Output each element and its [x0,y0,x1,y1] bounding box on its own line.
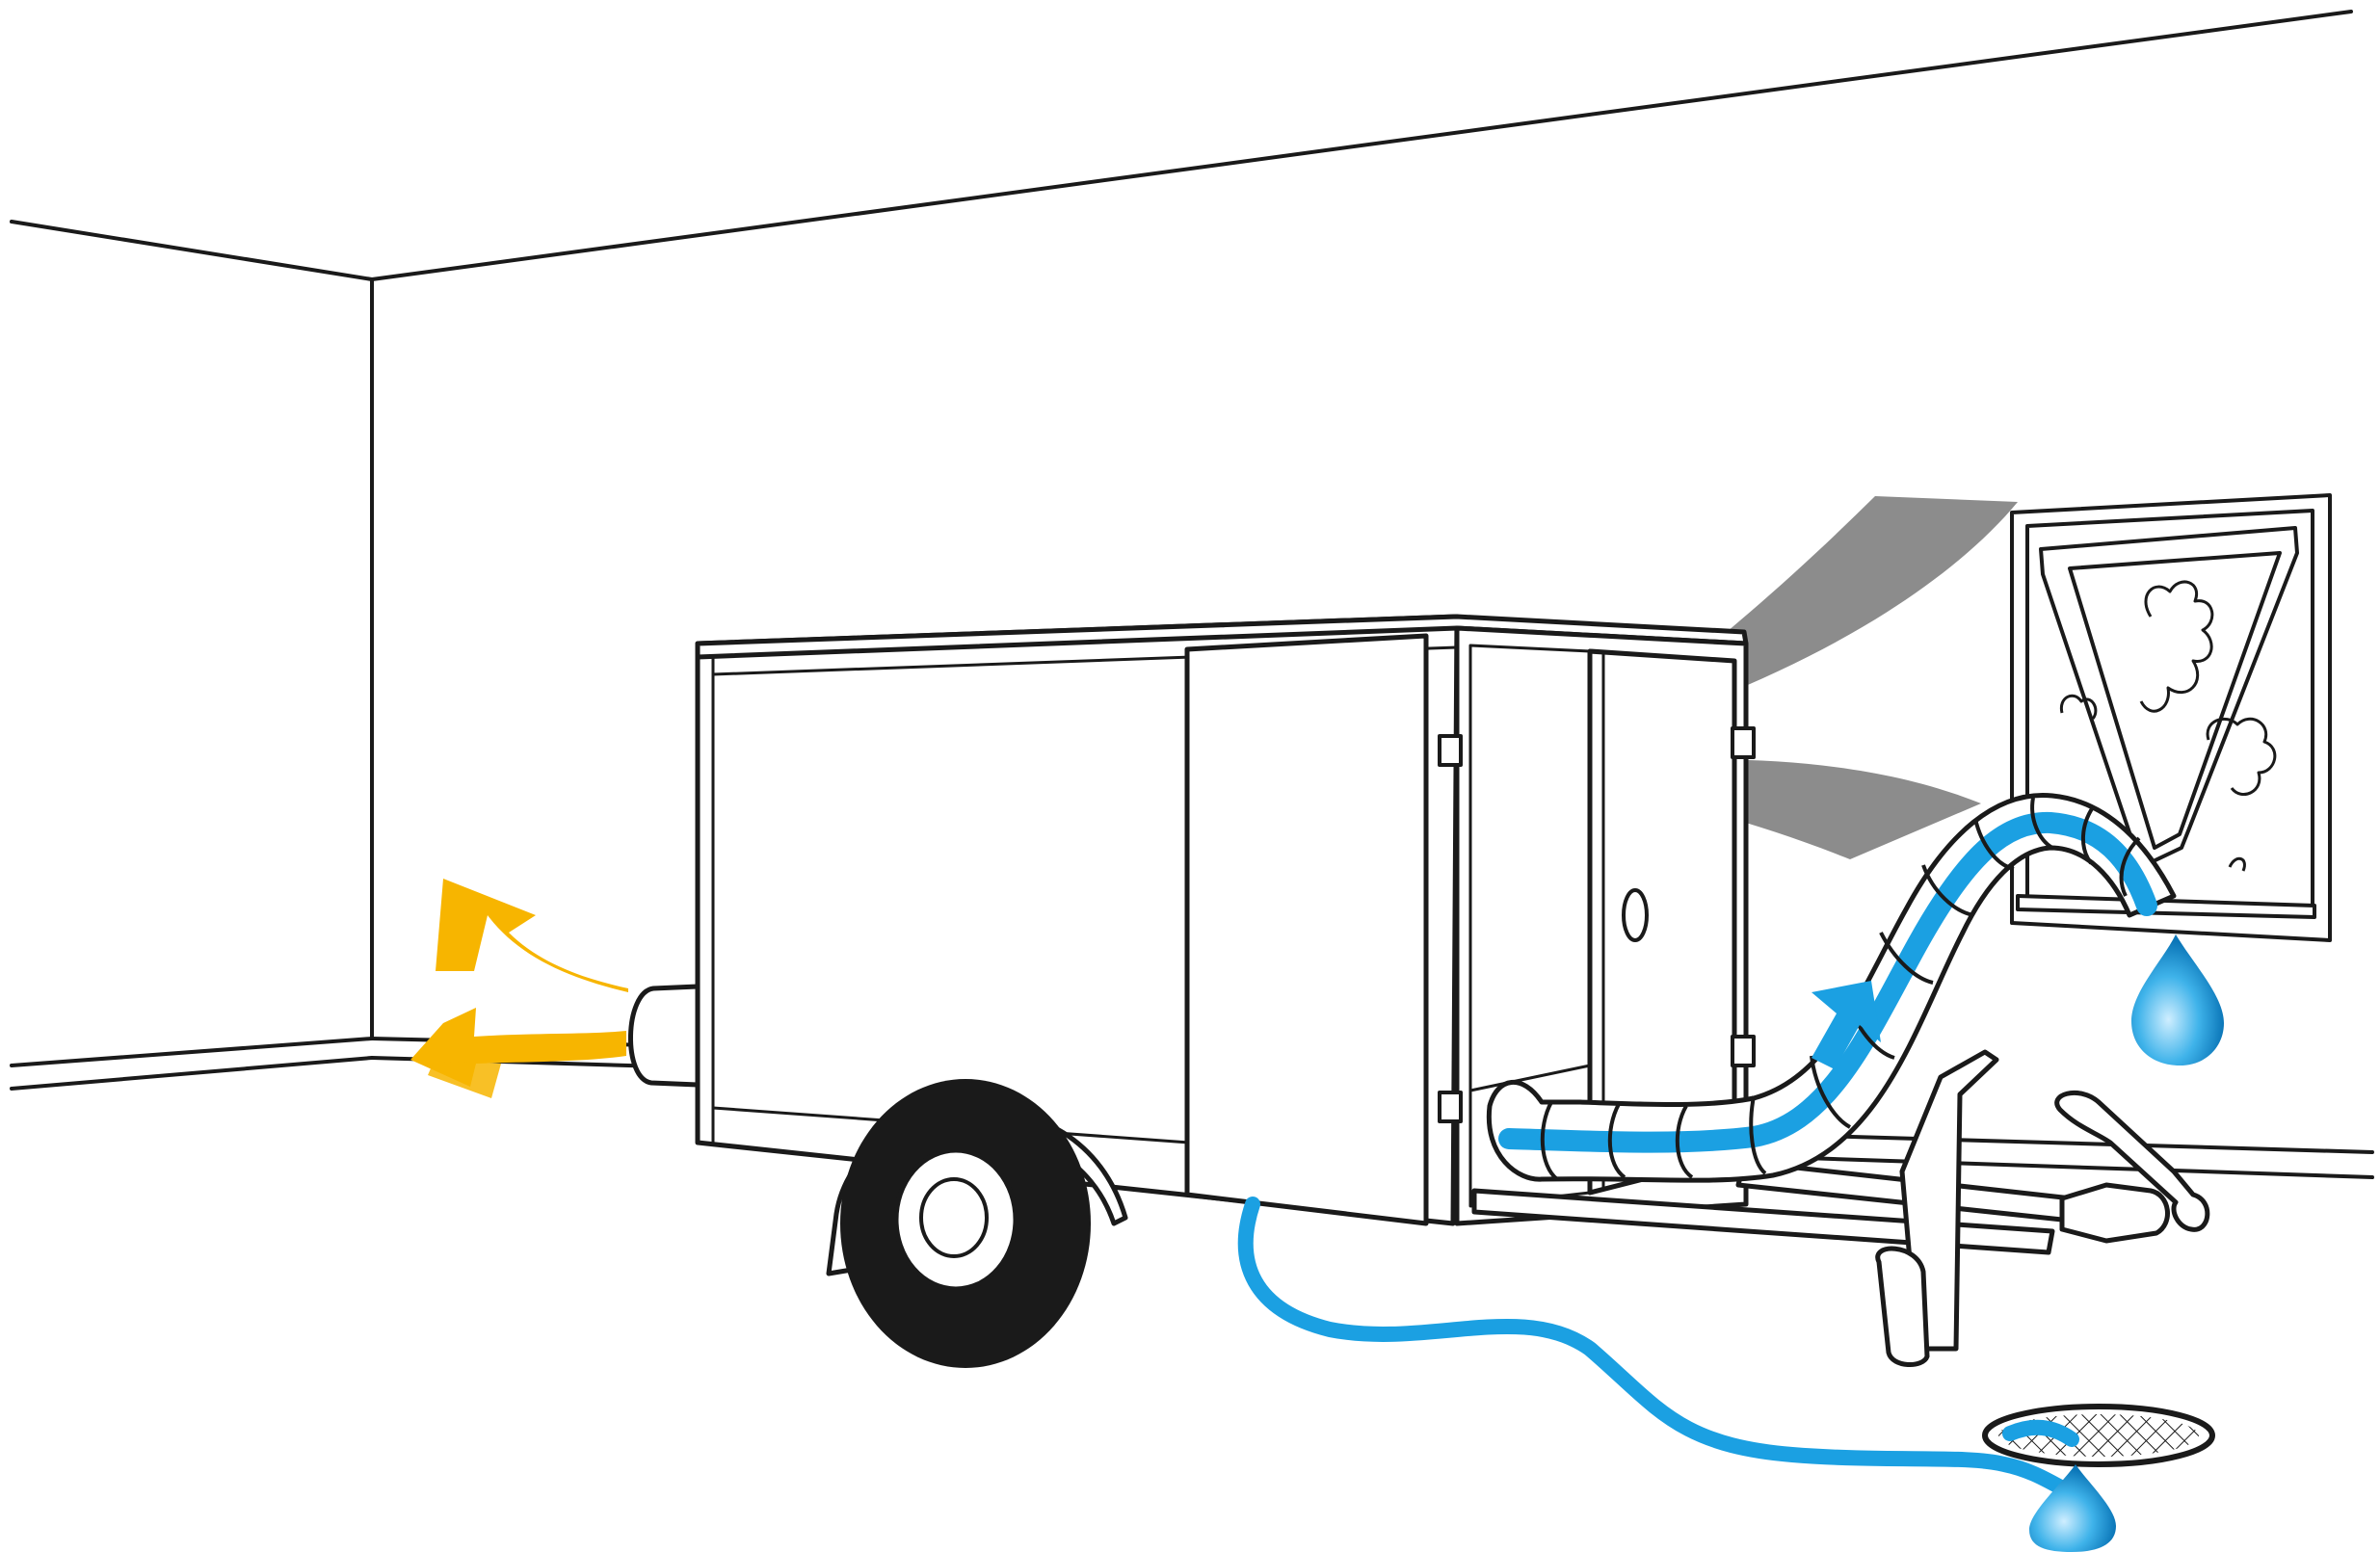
warm-air-arrow-icon [428,1062,501,1098]
condensate-drain [1237,1197,2215,1552]
exhaust-pipe [628,984,701,1088]
floor-left-top [10,1037,374,1067]
door-hinge [1731,1035,1756,1067]
window-glass [2068,551,2282,850]
ceiling-right-edge [370,10,2353,281]
ceiling-left-edge [10,220,374,281]
door-hinge [1731,726,1756,759]
trailer-wheel [840,1079,1091,1368]
jockey-wheel [1875,1246,1930,1367]
duct-arrow-icon [1811,981,1881,1069]
hitch-handle [2054,1090,2210,1232]
trailer-front-panel [1184,633,1429,1226]
window-view-grass [2228,856,2246,872]
drain-hose [1237,1197,2079,1501]
water-drop-icon [2131,934,2224,1065]
hitch-coupler [2059,1182,2170,1244]
drain-grate-icon [1982,1404,2215,1467]
window-view-tree [2139,580,2214,713]
window [2010,493,2332,942]
trailer-drawbar [1471,1049,2210,1367]
air-duct-hose [1486,792,2177,1183]
window-view-shrub [2059,694,2098,720]
warm-air-flow [410,879,628,1098]
window-view-bush [2206,717,2277,797]
water-drop-icon [2029,1464,2116,1552]
hub [919,1177,989,1258]
window-sill [2016,894,2316,919]
door-handle [1622,888,1649,942]
door-hinge [1438,734,1463,767]
trailer-inner-floor-edge [1469,1064,1591,1092]
floor-left-bottom [10,1056,374,1091]
warm-air-arrow-icon [436,879,628,992]
trailer [628,614,1756,1276]
door-hinge [1438,1091,1463,1123]
